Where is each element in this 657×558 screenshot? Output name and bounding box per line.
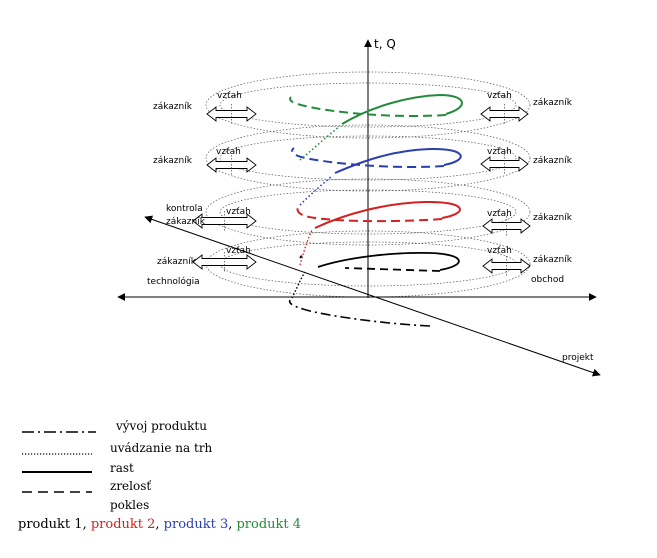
legend-text-maturity: zrelosť [110, 479, 151, 493]
legend-text-decline: pokles [110, 498, 149, 512]
diagonal-axis-label: projekt [562, 353, 594, 363]
customer-label-right-3: zákazník [533, 156, 573, 166]
ellipse-level-3-outer [205, 124, 531, 192]
legend-text-growth: rast [110, 461, 134, 475]
customer-label-right-4: zákazník [533, 98, 573, 108]
p3-growth [334, 147, 462, 174]
legend-text-development: vývoj produktu [115, 419, 207, 433]
separator: , [83, 517, 91, 532]
p3-introduction [299, 175, 333, 206]
relation-label-left-4: vzťah [217, 91, 242, 101]
customer-label-left-2: zákazník [166, 217, 206, 227]
p2-growth [314, 200, 461, 229]
relation-label-right-4: vzťah [487, 91, 512, 101]
product-2-label: produkt 2 [91, 517, 156, 532]
product-4-curve [289, 93, 463, 161]
legend: vývoj produktu uvádzanie na trh rast zre… [22, 419, 213, 512]
legend-text-introduction: uvádzanie na trh [110, 441, 213, 455]
relation-arrows [192, 104, 531, 276]
p1-maturity [344, 267, 441, 272]
control-label: kontrola [166, 204, 203, 214]
text-labels: t, Q technológia obchod projekt zákazník… [147, 37, 594, 363]
products-line: produkt 1, produkt 2, produkt 3, produkt… [18, 517, 301, 532]
product-3-label: produkt 3 [164, 517, 229, 532]
customer-label-left-4: zákazník [153, 102, 193, 112]
customer-label-left-1: zákazník [157, 257, 197, 267]
vertical-axis-label: t, Q [374, 37, 396, 51]
p4-introduction [299, 125, 341, 161]
left-axis-label: technológia [147, 276, 200, 287]
relation-label-right-2: vzťah [487, 209, 512, 219]
relation-label-left-1: vzťah [226, 246, 251, 256]
product-2-curve [296, 200, 461, 266]
p3-maturity [291, 147, 445, 168]
p1-growth [317, 251, 460, 271]
p4-growth [341, 93, 463, 125]
p2-maturity [296, 206, 443, 223]
p2-introduction [299, 229, 313, 266]
product-4-label: produkt 4 [236, 517, 301, 532]
relation-label-right-3: vzťah [487, 147, 512, 157]
customer-label-right-2: zákazník [533, 213, 573, 223]
ellipse-level-2-outer [205, 178, 531, 246]
relation-label-right-1: vzťah [487, 246, 512, 256]
customer-label-right-1: zákazník [533, 255, 573, 265]
p1-introduction [291, 271, 306, 299]
p4-maturity [289, 96, 447, 117]
product-1-label: produkt 1 [18, 517, 83, 532]
diagonal-axis [144, 215, 601, 377]
ellipse-level-4-outer [205, 71, 531, 139]
relation-label-left-3: vzťah [216, 147, 241, 157]
p1-development [288, 299, 431, 327]
customer-label-left-3: zákazník [153, 156, 193, 166]
p1-decline-start [299, 253, 304, 259]
axes [117, 39, 601, 377]
separator: , [155, 517, 163, 532]
product-3-curve [291, 147, 462, 206]
product-1-curve [288, 251, 460, 327]
right-axis-label: obchod [531, 275, 564, 285]
relation-label-left-2: vzťah [226, 207, 251, 217]
separator: , [228, 517, 236, 532]
